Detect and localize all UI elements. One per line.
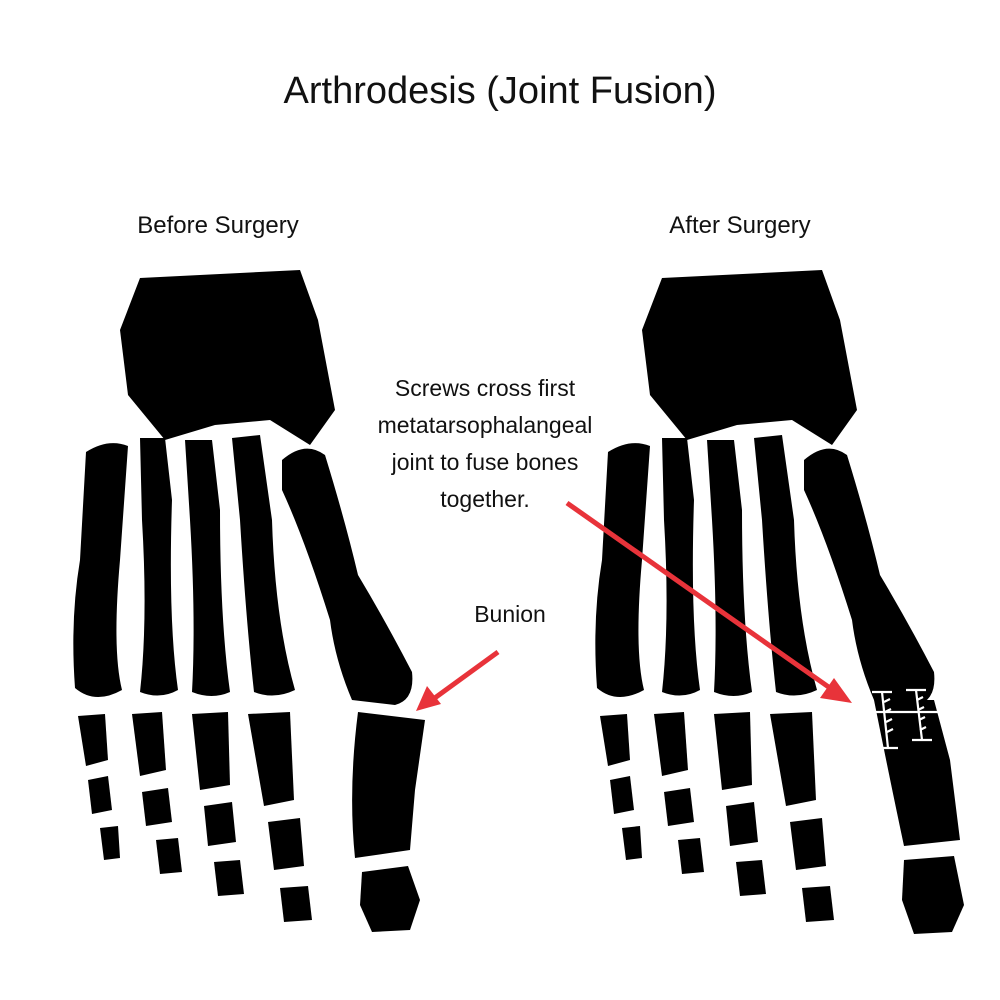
before-surgery-label: Before Surgery — [137, 212, 299, 239]
after-surgery-label: After Surgery — [669, 212, 811, 239]
before-surgery-foot — [73, 270, 425, 932]
bunion-annotation: Bunion — [474, 601, 546, 627]
great-toe-proximal-phalanx — [352, 712, 425, 858]
screws-arrow — [565, 500, 852, 703]
after-great-toe-distal-phalanx — [902, 856, 964, 934]
fused-great-toe — [874, 700, 960, 846]
great-toe-distal-phalanx — [360, 866, 420, 932]
bunion-arrow — [416, 649, 500, 711]
after-surgery-foot — [595, 270, 964, 934]
screws-annotation: Screws cross first metatarsophalangeal j… — [377, 375, 593, 512]
diagram-title: Arthrodesis (Joint Fusion) — [283, 70, 717, 112]
fixation-screws-icon — [860, 688, 944, 750]
